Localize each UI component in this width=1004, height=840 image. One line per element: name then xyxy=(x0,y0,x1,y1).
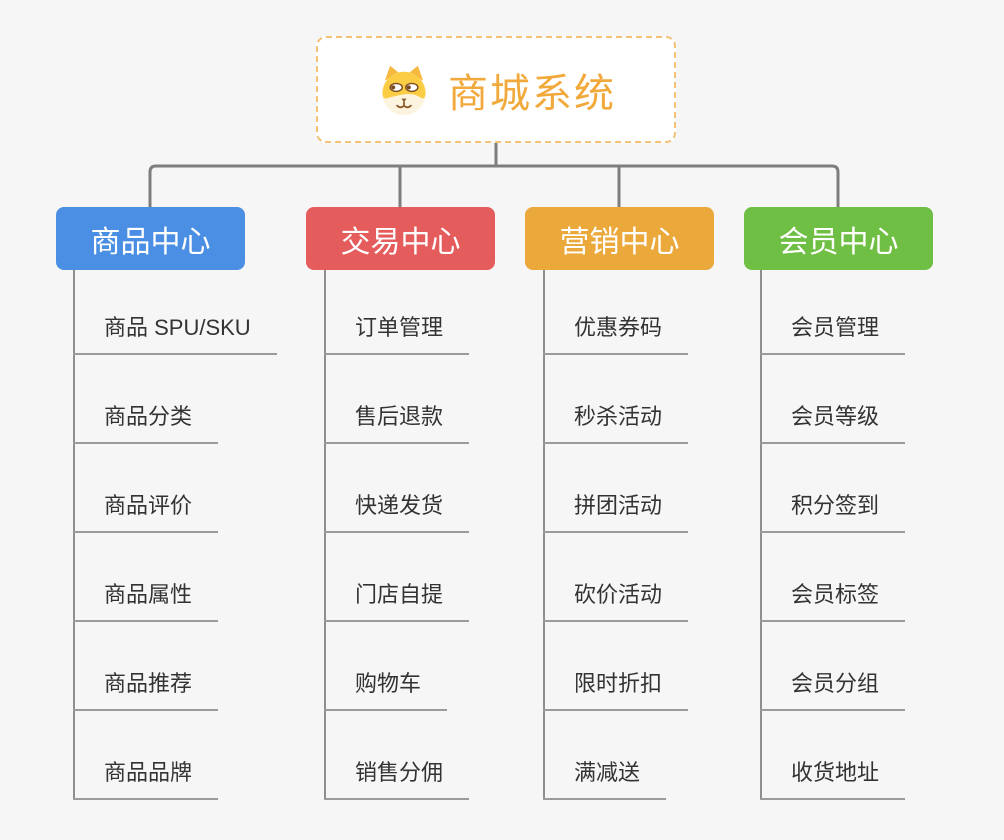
leaf-item[interactable]: 商品属性 xyxy=(73,582,219,622)
leaf-item[interactable]: 会员管理 xyxy=(760,315,906,355)
leaf-item[interactable]: 商品 SPU/SKU xyxy=(73,315,277,355)
leaf-item[interactable]: 收货地址 xyxy=(760,760,906,800)
leaf-item[interactable]: 售后退款 xyxy=(324,404,470,444)
dog-face-icon xyxy=(376,64,432,116)
leaf-item[interactable]: 优惠券码 xyxy=(543,315,689,355)
trunk-line xyxy=(324,270,326,800)
leaf-item[interactable]: 积分签到 xyxy=(760,493,906,533)
branch-column-product: 商品 SPU/SKU 商品分类 商品评价 商品属性 商品推荐 商品品牌 xyxy=(73,270,303,804)
trunk-line xyxy=(543,270,545,800)
branch-header-trade-center[interactable]: 交易中心 xyxy=(306,207,495,270)
leaf-item[interactable]: 会员分组 xyxy=(760,671,906,711)
leaf-item[interactable]: 门店自提 xyxy=(324,582,470,622)
root-node[interactable]: 商城系统 xyxy=(316,36,676,143)
leaf-item[interactable]: 限时折扣 xyxy=(543,671,689,711)
leaf-item[interactable]: 销售分佣 xyxy=(324,760,470,800)
branch-header-product-center[interactable]: 商品中心 xyxy=(56,207,245,270)
leaf-item[interactable]: 秒杀活动 xyxy=(543,404,689,444)
leaf-item[interactable]: 商品品牌 xyxy=(73,760,219,800)
trunk-line xyxy=(760,270,762,800)
leaf-item[interactable]: 满减送 xyxy=(543,760,667,800)
branch-header-member-center[interactable]: 会员中心 xyxy=(744,207,933,270)
leaf-item[interactable]: 拼团活动 xyxy=(543,493,689,533)
root-title: 商城系统 xyxy=(448,71,616,116)
leaf-item[interactable]: 商品评价 xyxy=(73,493,219,533)
branch-header-marketing-center[interactable]: 营销中心 xyxy=(525,207,714,270)
leaf-item[interactable]: 会员等级 xyxy=(760,404,906,444)
branch-column-member: 会员管理 会员等级 积分签到 会员标签 会员分组 收货地址 xyxy=(760,270,990,804)
leaf-item[interactable]: 商品分类 xyxy=(73,404,219,444)
leaf-item[interactable]: 会员标签 xyxy=(760,582,906,622)
branch-column-marketing: 优惠券码 秒杀活动 拼团活动 砍价活动 限时折扣 满减送 xyxy=(543,270,773,804)
leaf-item[interactable]: 商品推荐 xyxy=(73,671,219,711)
branch-column-trade: 订单管理 售后退款 快递发货 门店自提 购物车 销售分佣 xyxy=(324,270,554,804)
trunk-line xyxy=(73,270,75,800)
leaf-item[interactable]: 订单管理 xyxy=(324,315,470,355)
leaf-item[interactable]: 快递发货 xyxy=(324,493,470,533)
leaf-item[interactable]: 砍价活动 xyxy=(543,582,689,622)
leaf-item[interactable]: 购物车 xyxy=(324,671,448,711)
